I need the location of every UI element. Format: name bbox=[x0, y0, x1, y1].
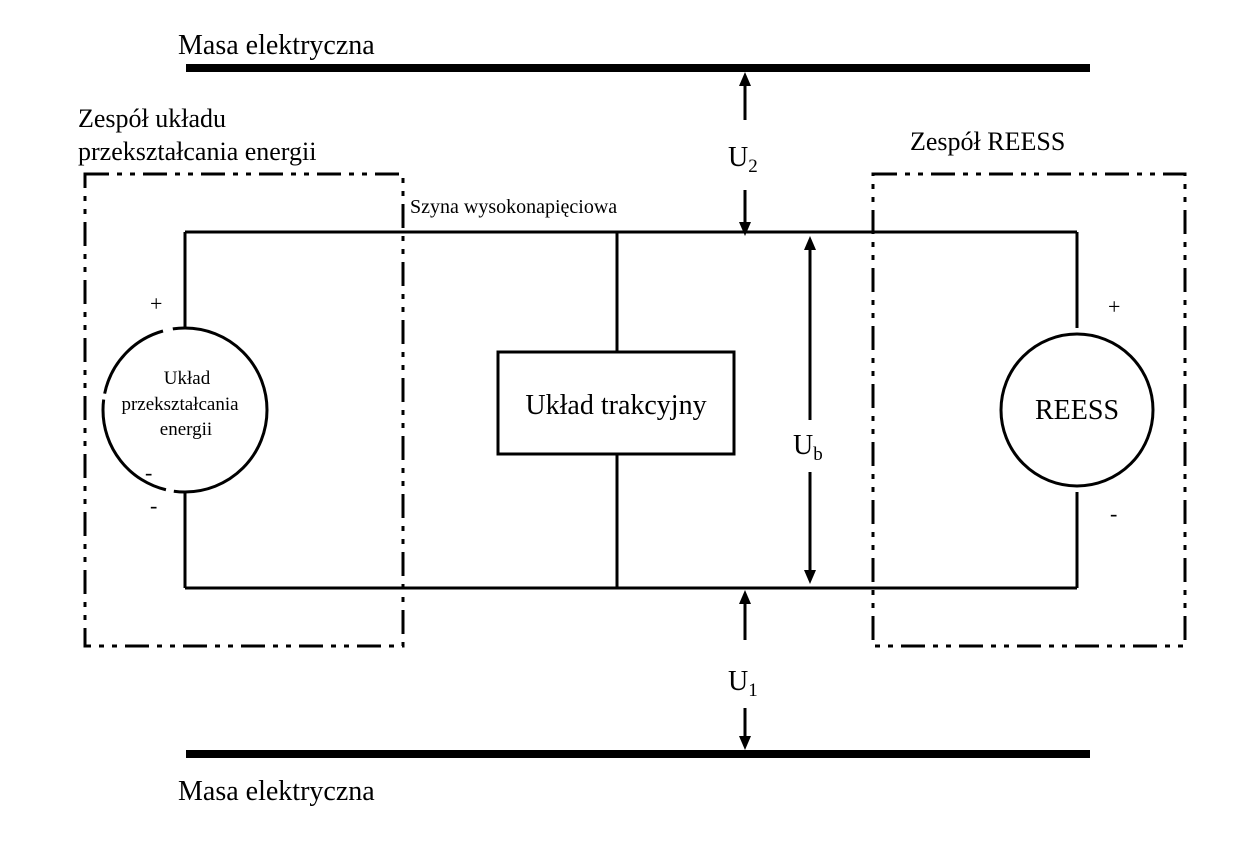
converter-source-circle bbox=[101, 326, 269, 494]
reess-label: REESS bbox=[1035, 395, 1119, 426]
u1-arrow-up-head bbox=[739, 590, 751, 604]
reess-group-box bbox=[871, 172, 1187, 648]
u1-label: U1 bbox=[728, 666, 758, 701]
u2-arrow-up-head bbox=[739, 72, 751, 86]
traction-system-label: Układ trakcyjny bbox=[525, 390, 706, 421]
converter-plus-sign: + bbox=[150, 291, 162, 316]
reess-group-label: Zespół REESS bbox=[910, 127, 1065, 156]
converter-group-label-line2: przekształcania energii bbox=[78, 137, 316, 166]
converter-minus-sign-2: - bbox=[150, 493, 157, 518]
ub-arrow-up-head bbox=[804, 236, 816, 250]
u2-arrow-down-head bbox=[739, 222, 751, 236]
reess-plus-sign: + bbox=[1108, 294, 1120, 319]
converter-label-line2: przekształcania bbox=[121, 394, 239, 415]
converter-label-line3: energii bbox=[160, 419, 212, 440]
traction-system-box bbox=[496, 350, 736, 456]
u2-label: U2 bbox=[728, 142, 758, 177]
ground-label-top: Masa elektryczna bbox=[178, 30, 375, 61]
converter-group-box bbox=[83, 172, 405, 648]
reess-minus-sign: - bbox=[1110, 501, 1117, 526]
ub-arrow-down-head bbox=[804, 570, 816, 584]
reess-circle bbox=[999, 332, 1155, 488]
hv-bus-label: Szyna wysokonapięciowa bbox=[410, 196, 617, 218]
converter-label-line1: Układ bbox=[164, 368, 211, 389]
converter-group-label-line1: Zespół układu bbox=[78, 104, 226, 133]
u1-arrow-down-head bbox=[739, 736, 751, 750]
ground-label-bottom: Masa elektryczna bbox=[178, 776, 375, 807]
ub-label: Ub bbox=[793, 430, 823, 465]
converter-minus-sign-1: - bbox=[145, 460, 152, 485]
